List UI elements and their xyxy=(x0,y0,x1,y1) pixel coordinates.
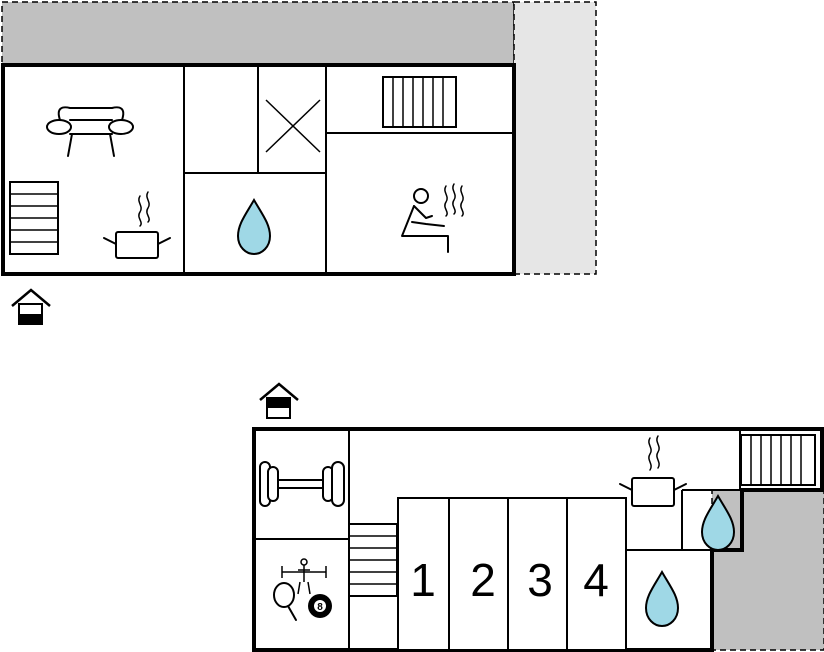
water-drop-icon xyxy=(644,569,680,628)
outdoor-terrace xyxy=(1,1,515,66)
stairs-icon xyxy=(9,181,59,255)
water-drop-icon xyxy=(700,493,736,552)
bedroom-4[interactable] xyxy=(566,497,627,651)
bedroom-2-label: 2 xyxy=(470,554,496,606)
billiard-ball-icon: 8 xyxy=(308,594,332,618)
cooking-pot-icon xyxy=(619,435,687,507)
upper-floor xyxy=(1,1,597,325)
bedroom-1-label: 1 xyxy=(410,554,436,606)
bedrooms: 1 2 3 4 xyxy=(397,497,627,651)
stairs-icon xyxy=(348,523,398,597)
sofa-icon xyxy=(46,106,134,157)
lower-floor: 1 2 3 4 xyxy=(252,382,824,652)
entrance-icon[interactable] xyxy=(11,288,51,325)
billiard-ball-number: 8 xyxy=(317,602,323,613)
table-tennis-icon xyxy=(273,582,297,621)
bedroom-4-label: 4 xyxy=(583,554,609,606)
sauna-icon xyxy=(401,183,464,253)
cross-icon xyxy=(265,99,321,153)
dumbbell-icon xyxy=(259,461,345,507)
cooking-pot-icon xyxy=(103,191,171,259)
bedroom-2[interactable] xyxy=(448,497,509,651)
radiator-icon xyxy=(740,434,816,486)
table-football-icon xyxy=(281,558,327,595)
water-drop-icon xyxy=(236,197,272,256)
radiator-icon xyxy=(382,76,457,128)
entrance-icon[interactable] xyxy=(259,382,299,419)
bedroom-3-label: 3 xyxy=(527,554,553,606)
outdoor-terrace-side xyxy=(513,1,597,275)
